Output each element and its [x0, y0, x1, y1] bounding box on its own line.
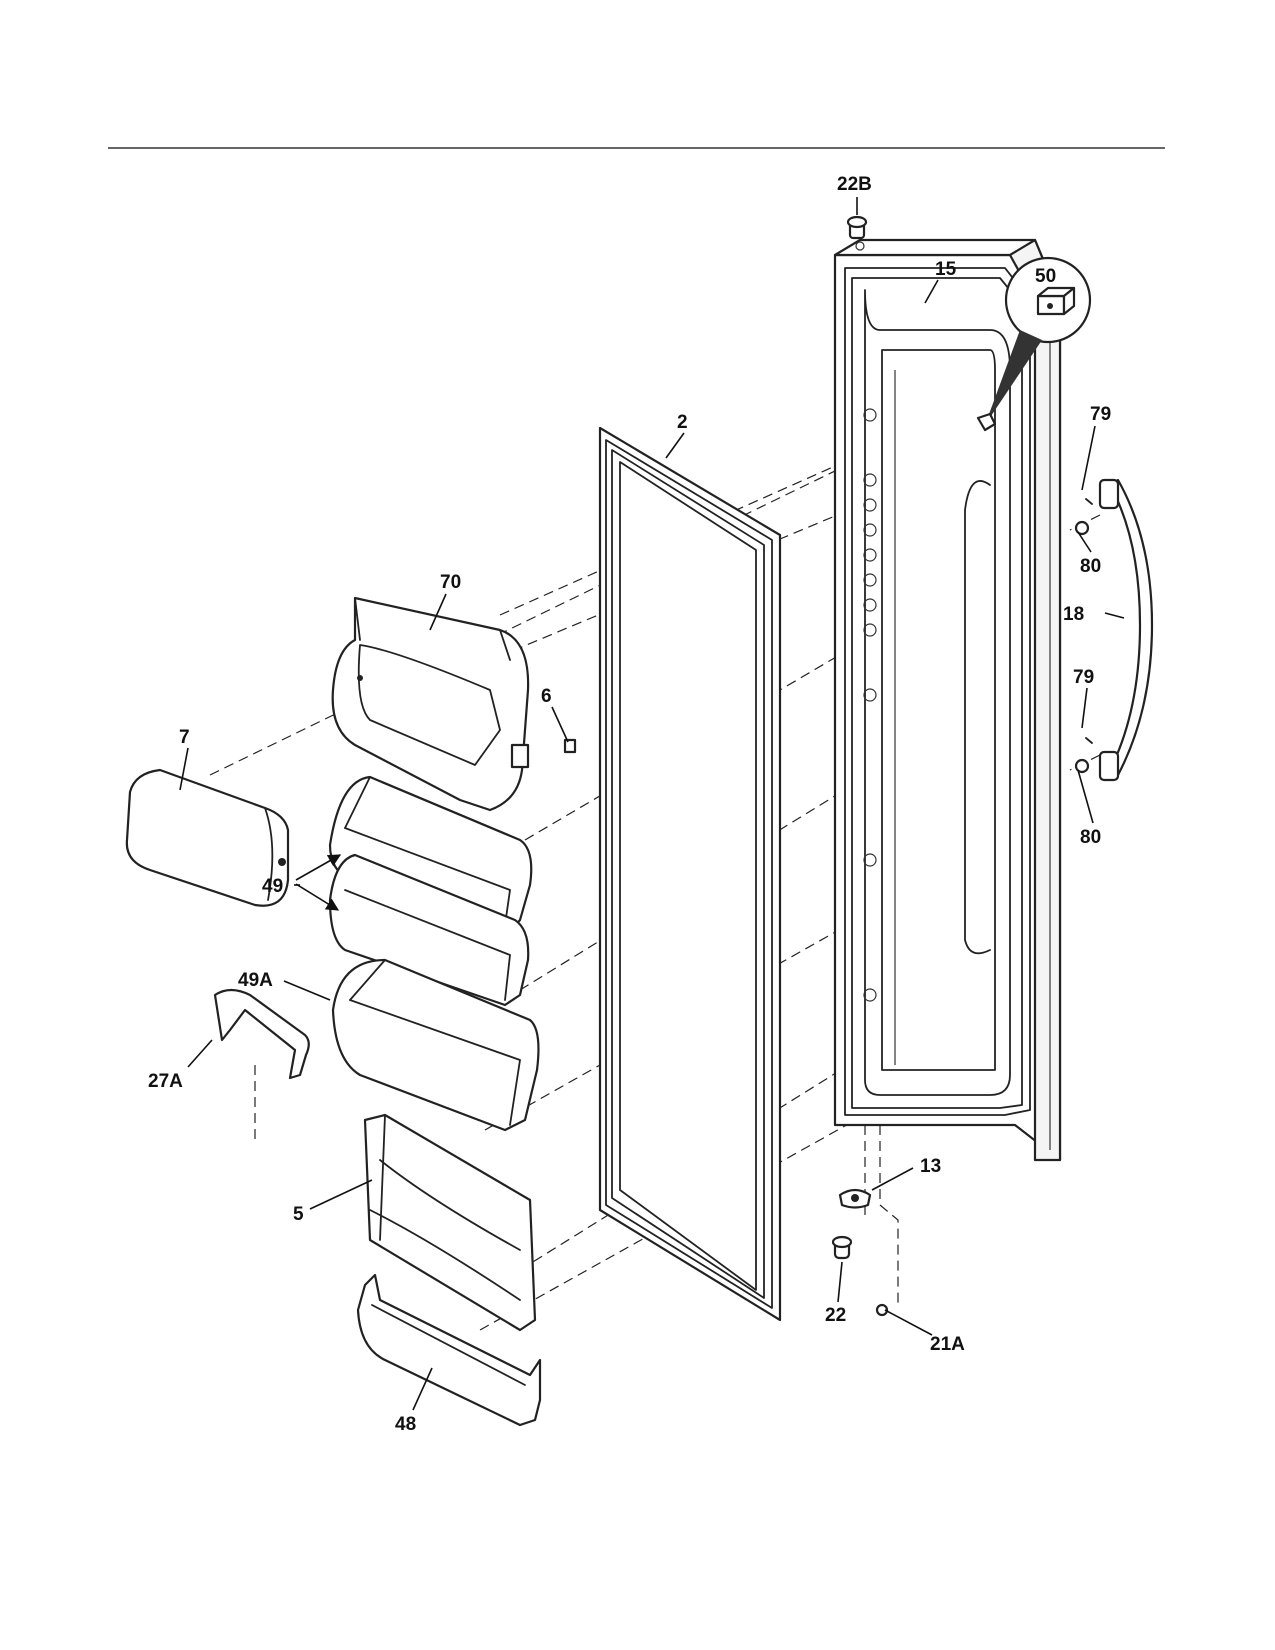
callout-50: 50: [1035, 266, 1056, 287]
callout-70: 70: [440, 572, 461, 593]
callout-80-upper: 80: [1080, 556, 1101, 577]
dairy-door-clip: [563, 738, 577, 754]
callout-5: 5: [293, 1204, 304, 1225]
callout-48: 48: [395, 1414, 416, 1435]
bin-clip-rail: [213, 988, 310, 1080]
callout-22B: 22B: [837, 174, 872, 195]
door-bin-large: [331, 958, 540, 1132]
callout-2: 2: [677, 412, 688, 433]
callout-79-upper: 79: [1090, 404, 1111, 425]
callout-labels: 22B 15 50 2 79 80 18 79 80 70 6 7 49 49A…: [148, 174, 1111, 1435]
bottom-hinge-pin: [831, 1235, 853, 1260]
callout-leaders: [179, 197, 1125, 1411]
callout-7: 7: [179, 727, 190, 748]
dairy-compartment: [331, 596, 530, 812]
door-outer-panel: [833, 238, 1062, 1162]
callout-80-lower: 80: [1080, 827, 1101, 848]
door-gasket: [598, 426, 782, 1322]
dairy-door-cover: [125, 768, 290, 907]
bottom-screw: [875, 1303, 889, 1317]
callout-27A: 27A: [148, 1071, 183, 1092]
callout-13: 13: [920, 1156, 941, 1177]
door-handle: [1098, 478, 1154, 782]
callout-21A: 21A: [930, 1334, 965, 1355]
door-top-hinge-pin: [846, 215, 868, 251]
callout-6: 6: [541, 686, 552, 707]
callout-49A: 49A: [238, 970, 273, 991]
callout-22: 22: [825, 1305, 846, 1326]
handle-screws: [1074, 498, 1093, 774]
callout-15: 15: [935, 259, 957, 280]
bracket-detail-callout: [976, 256, 1092, 432]
callout-18: 18: [1063, 604, 1084, 625]
bottom-hinge-bushing: [838, 1188, 872, 1209]
can-rack: [363, 1113, 537, 1332]
callout-79-lower: 79: [1073, 667, 1094, 688]
callout-49: 49: [262, 876, 283, 897]
door-bin-bottom: [356, 1273, 542, 1427]
